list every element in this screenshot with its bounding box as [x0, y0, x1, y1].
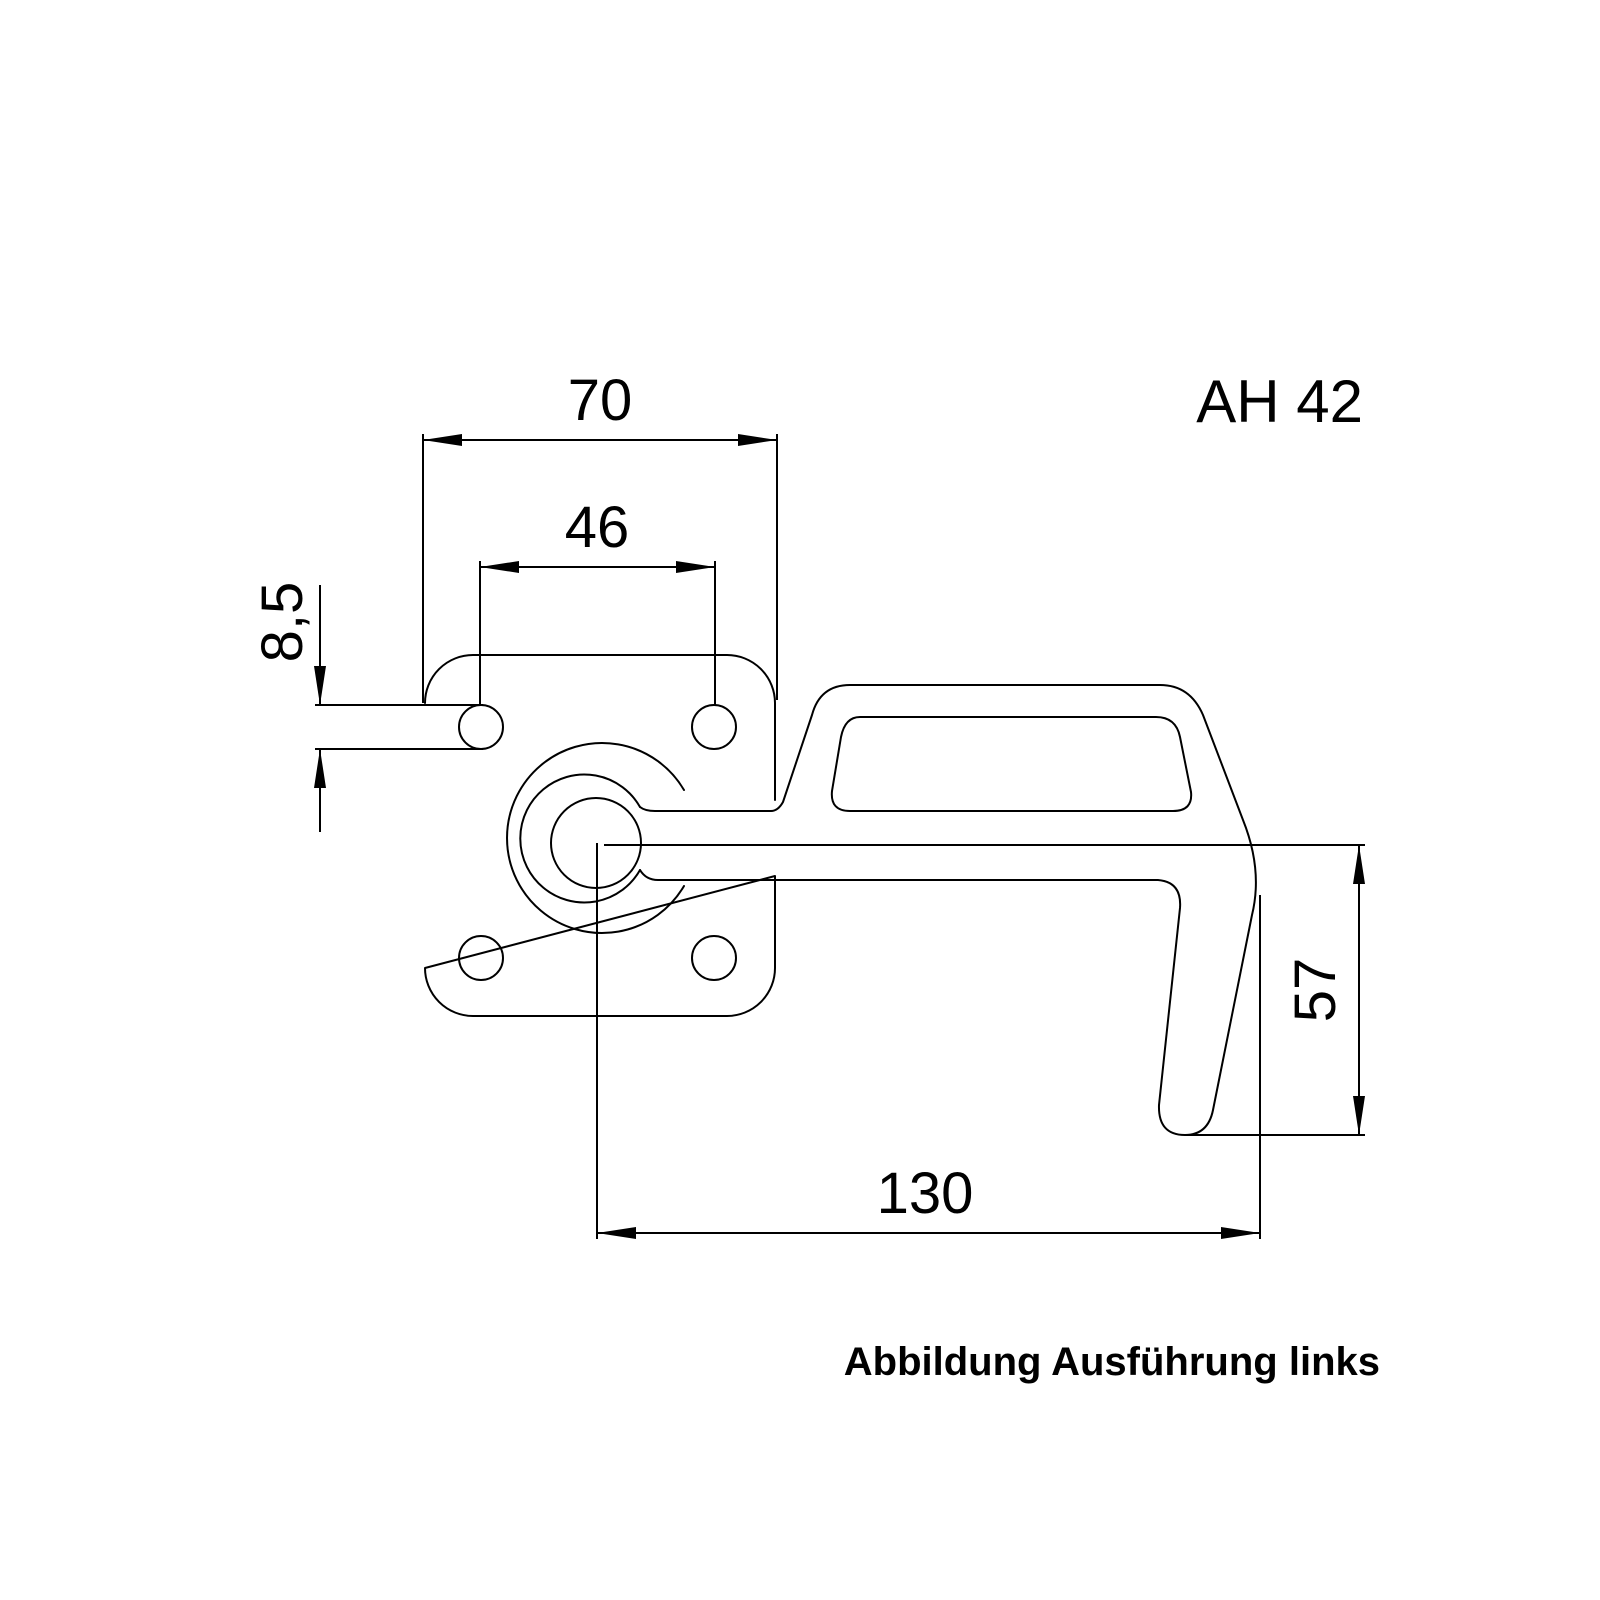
- arrowhead-up: [314, 749, 326, 788]
- arrowhead-down: [1353, 1096, 1365, 1135]
- base-plate: [424, 654, 776, 1017]
- dimension-label-46: 46: [565, 495, 630, 560]
- pivot-boss-outer: [506, 742, 685, 934]
- dimension-label-70: 70: [568, 368, 633, 433]
- dimension-hole-spacing: 46: [480, 495, 715, 573]
- mounting-hole-top-right: [691, 704, 737, 750]
- caption-label: Abbildung Ausführung links: [844, 1340, 1380, 1384]
- pivot-boss: [506, 742, 685, 934]
- hook-lever: [639, 684, 1257, 1136]
- dimension-label-130: 130: [877, 1161, 974, 1226]
- base-plate-outline: [424, 654, 776, 1017]
- dimension-label-8-5: 8,5: [250, 582, 315, 663]
- arrowhead-right: [1221, 1227, 1260, 1239]
- dimension-hook-height: 57: [1283, 845, 1365, 1135]
- hook-lever-outline: [639, 684, 1257, 1136]
- mounting-hole-bottom-left: [458, 935, 504, 981]
- model-label: AH 42: [1196, 368, 1363, 435]
- arrowhead-left: [597, 1227, 636, 1239]
- dimension-plate-width: 70: [423, 368, 777, 446]
- pivot-boss-mid: [519, 773, 641, 904]
- arrowhead-right: [676, 561, 715, 573]
- dimension-label-57: 57: [1283, 958, 1348, 1023]
- hook-lever-window: [830, 716, 1193, 812]
- dimension-overall-length: 130: [597, 1161, 1260, 1239]
- arrowhead-up: [1353, 845, 1365, 884]
- arrowhead-down: [314, 666, 326, 705]
- arrowhead-left: [480, 561, 519, 573]
- extension-lines: [315, 434, 1365, 1239]
- mounting-hole-top-left: [458, 704, 504, 750]
- arrowhead-right: [738, 434, 777, 446]
- dimension-hole-diameter: 8,5: [250, 582, 326, 832]
- mounting-hole-bottom-right: [691, 935, 737, 981]
- arrowhead-left: [423, 434, 462, 446]
